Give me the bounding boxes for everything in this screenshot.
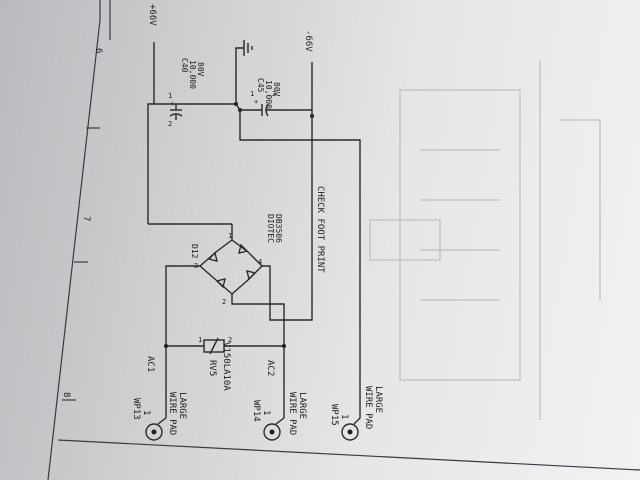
wp13-pin: 1 — [141, 410, 151, 415]
ac1-wire — [165, 265, 204, 418]
rv5-pin-2: 2 — [228, 336, 232, 344]
c45-plus-sign: + — [254, 98, 258, 106]
bridge-maker: DIOTEC — [266, 214, 275, 243]
capacitor-c45-symbol — [235, 103, 312, 117]
junction-dot-ac1 — [164, 344, 168, 348]
ground-symbol — [235, 40, 253, 104]
rv5-part: V150LA10A — [221, 342, 231, 391]
wp15-pin: 1 — [339, 414, 349, 419]
check-footprint-note: CHECK FOOT PRINT — [315, 186, 325, 273]
wp13-line2: LARGE — [177, 392, 187, 419]
wp13-ref: WP13 — [131, 398, 141, 420]
wp14-line2: LARGE — [297, 392, 307, 419]
c45-pin-2: 2 — [272, 90, 276, 98]
rv5-pin-1: 1 — [198, 336, 202, 344]
wp15-ref: WP15 — [329, 404, 339, 426]
rv5-ref: RV5 — [207, 360, 217, 376]
c40-pin-2: 2 — [168, 120, 172, 128]
wp14-ref: WP14 — [251, 400, 261, 422]
wp13-line1: WIRE PAD — [167, 392, 177, 435]
bridge-pin-2: 2 — [222, 298, 226, 306]
ac2-wire — [231, 294, 285, 418]
bridge-rectifier-d12-symbol — [198, 224, 271, 295]
wire-pad-wp13 — [145, 417, 167, 441]
drawing-frame — [47, 0, 640, 480]
frame-number-6: 6 — [93, 48, 103, 53]
wp15-line2: LARGE — [373, 386, 383, 413]
capacitor-c40-symbol — [169, 104, 183, 120]
frame-number-7: 7 — [81, 216, 91, 221]
pos-rail-wire — [147, 42, 236, 225]
c45-ref: C45 — [256, 78, 265, 93]
wp14-line1: WIRE PAD — [287, 392, 297, 435]
varistor-rv5-symbol — [203, 337, 260, 355]
wp15-line1: WIRE PAD — [363, 386, 373, 429]
bridge-part: DB3506 — [274, 214, 283, 243]
neg-rail-wire — [239, 62, 361, 400]
bridge-ref: D12 — [190, 244, 199, 259]
c40-ref: C40 — [180, 58, 189, 73]
c40-plus-sign: + — [170, 100, 174, 108]
pos-rail-label: +66V — [147, 4, 157, 26]
bridge-pin-4: 4 — [258, 258, 262, 266]
c45-voltage: 80V — [272, 82, 281, 97]
wire-pad-wp14 — [263, 417, 285, 441]
bridge-pin-1: 1 — [228, 232, 232, 240]
c40-voltage: 80V — [196, 62, 205, 77]
c45-pin-1: 1 — [250, 90, 254, 98]
bleed-through-lines — [369, 60, 601, 420]
junction-dot-ac2 — [282, 344, 286, 348]
c40-value: 10,000 — [188, 60, 197, 89]
neg-rail-label: -66V — [303, 30, 313, 52]
frame-number-8: 8 — [61, 392, 71, 397]
wire-pad-wp15 — [341, 400, 361, 441]
ac2-net-label: AC2 — [265, 360, 275, 376]
ac1-net-label: AC1 — [145, 356, 155, 372]
wp14-pin: 1 — [261, 410, 271, 415]
c45-value: 10,000 — [264, 80, 273, 109]
c40-pin-1: 1 — [168, 92, 172, 100]
